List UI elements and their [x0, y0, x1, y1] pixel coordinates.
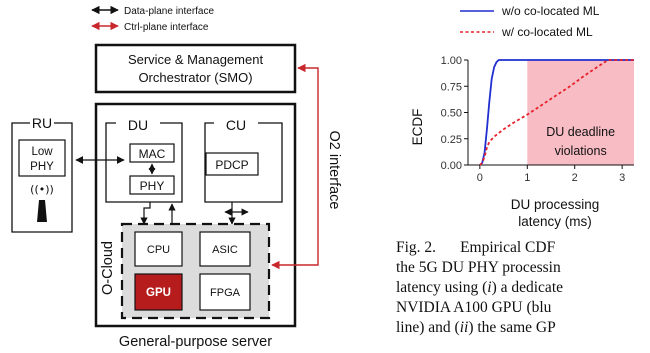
phy-box: [129, 175, 175, 195]
diagram-legend: Data-plane interface Ctrl-plane interfac…: [91, 5, 214, 33]
ctrl-plane-legend-label: Ctrl-plane interface: [124, 22, 209, 33]
smo-label-line2: Orchestrator (SMO): [138, 70, 252, 85]
caption-line-5: line) and (ii) the same GP: [396, 318, 650, 338]
chart-legend: w/o co-located ML w/ co-located ML: [460, 4, 600, 39]
annotation-line2: violations: [555, 144, 607, 158]
legend-label-series-0: w/o co-located ML: [501, 4, 600, 18]
x-axis-label-line2: latency (ms): [518, 214, 592, 229]
o2-interface-label: O2 interface: [326, 131, 342, 210]
data-plane-legend-label: Data-plane interface: [124, 6, 214, 17]
caption-line5-post: ) the same GP: [468, 319, 556, 336]
low-phy-label-line1: Low: [31, 146, 53, 158]
ru-block: RU Low PHY ((•)): [11, 115, 73, 233]
antenna-icon: ((•)): [30, 183, 54, 222]
x-tick-label: 2: [572, 172, 578, 184]
deadline-violation-region: [527, 60, 634, 165]
y-tick-label: 0.00: [441, 160, 462, 172]
svg-text:((•)): ((•)): [30, 183, 54, 196]
caption-line3-pre: latency using (: [396, 279, 488, 296]
oran-architecture-diagram: Data-plane interface Ctrl-plane interfac…: [11, 5, 342, 350]
x-tick-label: 0: [477, 172, 483, 184]
caption-line-2: the 5G DU PHY processin: [396, 258, 650, 278]
cpu-label: CPU: [147, 244, 170, 256]
low-phy-label-line2: PHY: [30, 161, 54, 173]
du-label: DU: [128, 117, 148, 133]
series-line-wo-colocated-ml: [479, 59, 634, 166]
caption-line3-post: ) a dedicate: [491, 279, 564, 296]
du-block: DU MAC PHY: [105, 117, 183, 203]
pdcp-label: PDCP: [215, 158, 248, 172]
mac-box: [129, 143, 175, 163]
fpga-box: [199, 273, 251, 311]
caption-line2-text: the 5G DU PHY processin: [396, 259, 561, 276]
gpu-box: [134, 273, 183, 311]
y-axis-label: ECDF: [410, 109, 425, 146]
pdcp-box: [205, 152, 259, 176]
series-line-w-colocated-ml: [479, 59, 634, 166]
fpga-label: FPGA: [210, 287, 241, 299]
smo-label-line1: Service & Management: [128, 52, 264, 67]
x-ticks: 0 1 2 3: [477, 165, 625, 184]
x-axis-label-line1: DU processing: [511, 197, 600, 212]
cpu-box: [134, 231, 183, 267]
annotation-line1: DU deadline: [546, 125, 615, 139]
caption-line5-pre: line) and (: [396, 319, 460, 336]
gpu-label: GPU: [146, 287, 171, 299]
ecdf-chart: w/o co-located ML w/ co-located ML DU de…: [410, 4, 634, 229]
du-ocloud-arrow-down: [140, 202, 151, 225]
asic-box: [199, 231, 251, 267]
ocloud-label: O-Cloud: [100, 241, 116, 295]
y-tick-label: 0.50: [441, 108, 462, 120]
phy-label: PHY: [140, 179, 165, 193]
caption-line-1: Fig. 2. Empirical CDF: [396, 238, 650, 258]
ru-label: RU: [32, 115, 52, 131]
server-label: General-purpose server: [119, 334, 272, 350]
cu-label: CU: [226, 117, 246, 133]
x-tick-label: 3: [619, 172, 625, 184]
x-tick-label: 1: [524, 172, 530, 184]
caption-line-4: NVIDIA A100 GPU (blu: [396, 298, 650, 318]
cu-block: CU PDCP: [204, 117, 283, 203]
y-tick-label: 0.75: [441, 81, 462, 93]
caption-line1-text: Empirical CDF: [460, 239, 556, 256]
legend-label-series-1: w/ co-located ML: [501, 25, 593, 39]
y-tick-label: 0.25: [441, 134, 462, 146]
caption-line5-italic: ii: [459, 319, 469, 336]
figure-caption: Fig. 2. Empirical CDF the 5G DU PHY proce…: [396, 238, 650, 353]
caption-line4-text: NVIDIA A100 GPU (blu: [396, 299, 552, 316]
o2-interface-link: [271, 63, 319, 270]
y-tick-label: 1.00: [441, 55, 462, 67]
asic-label: ASIC: [212, 244, 238, 256]
caption-line3-italic: i: [487, 279, 492, 296]
caption-figure-label: Fig. 2.: [396, 239, 437, 256]
caption-line-3: latency using (i) a dedicate: [396, 278, 650, 298]
mac-label: MAC: [139, 147, 166, 161]
y-ticks: 0.00 0.25 0.50 0.75 1.00: [441, 55, 468, 172]
low-phy-box: [18, 139, 66, 177]
